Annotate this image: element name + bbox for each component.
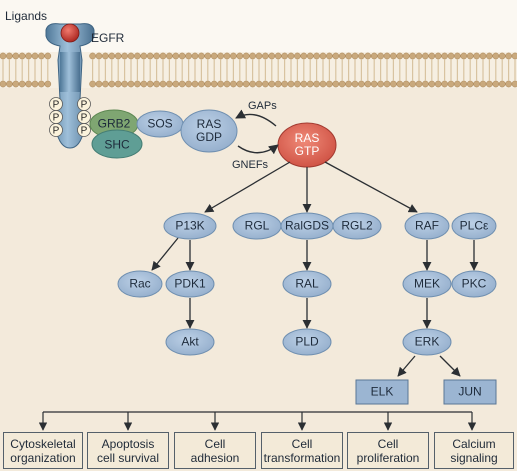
rgl-label: RGL	[244, 218, 270, 233]
pathway-node	[163, 212, 217, 240]
grb2-label: GRB2	[97, 116, 131, 131]
outcome-line: Calcium	[452, 436, 496, 451]
outcome-arrows	[38, 412, 477, 431]
ras-gtp-line1: RAS	[294, 131, 320, 145]
sos-label: SOS	[147, 116, 173, 131]
pdk1-label: PDK1	[174, 276, 206, 291]
outcome-line: adhesion	[190, 450, 240, 465]
pathway-node	[282, 270, 332, 298]
pkc-label: PKC	[461, 276, 487, 291]
rac-label: Rac	[129, 276, 151, 291]
ligands-label: Ligands	[5, 9, 48, 23]
phosphate-circle	[49, 123, 63, 137]
erk-label: ERK	[414, 334, 440, 349]
shc-node	[91, 129, 143, 159]
elk-label: ELK	[370, 384, 394, 399]
phosphate-label: P	[81, 100, 88, 111]
pathway-node	[402, 270, 452, 298]
cell-membrane	[0, 52, 517, 88]
pathway-nodes	[117, 212, 497, 356]
pathway-node	[451, 270, 497, 298]
ras-gtp-line2: GTP	[294, 144, 320, 158]
p13k-label: P13K	[175, 218, 205, 233]
plce-label: PLCε	[459, 218, 489, 233]
outcome-line: organization	[10, 450, 76, 465]
outcome-line: Apoptosis	[101, 436, 155, 451]
gnefs-label: GNEFs	[232, 159, 269, 171]
outcome-line: signaling	[450, 450, 498, 465]
outcome-line: Cell	[291, 436, 313, 451]
ralgds-label: RalGDS	[284, 218, 330, 233]
phosphate-label: P	[81, 126, 88, 137]
outcome-line: cell survival	[96, 450, 159, 465]
raf-label: RAF	[415, 218, 439, 233]
ras-gdp-line1: RAS	[196, 117, 222, 131]
pathway-node	[451, 212, 497, 240]
gaps-arrow	[235, 109, 277, 127]
phosphate-circle	[77, 123, 91, 137]
jun-box	[443, 379, 497, 405]
pathway-node	[117, 270, 163, 298]
phosphate-label: P	[81, 113, 88, 124]
ligand	[60, 23, 80, 43]
pathway-node	[404, 212, 450, 240]
pathway-node	[165, 270, 215, 298]
shc-label: SHC	[104, 137, 130, 152]
elk-box	[355, 379, 409, 405]
outcome-line: proliferation	[356, 450, 420, 465]
ral-label: RAL	[295, 276, 319, 291]
phosphate-label: P	[53, 126, 60, 137]
jun-label: JUN	[458, 384, 482, 399]
outcome-line: transformation	[263, 450, 341, 465]
pathway-arrows	[151, 161, 479, 377]
outcome-line: Cell	[377, 436, 399, 451]
pathway-node	[332, 212, 382, 240]
pathway-node	[165, 328, 215, 356]
gnefs-arrow	[237, 144, 279, 155]
pathway-node	[402, 328, 452, 356]
mek-label: MEK	[413, 276, 441, 291]
pld-label: PLD	[295, 334, 319, 349]
phosphate-label: P	[53, 113, 60, 124]
outcome-line: Cytoskeletal	[10, 436, 76, 451]
ras-gdp-label: RAS GDP	[196, 118, 222, 144]
akt-label: Akt	[181, 334, 199, 349]
ras-gtp-label: RAS GTP	[295, 132, 320, 158]
ras-gdp-line2: GDP	[195, 130, 223, 144]
ras-gdp-node	[180, 109, 238, 153]
gaps-label: GAPs	[248, 100, 277, 112]
egfr-label: EGFR	[91, 31, 125, 45]
rgl2-label: RGL2	[341, 218, 373, 233]
pathway-node	[282, 328, 332, 356]
outcome-line: Cell	[204, 436, 226, 451]
phosphate-label: P	[53, 100, 60, 111]
